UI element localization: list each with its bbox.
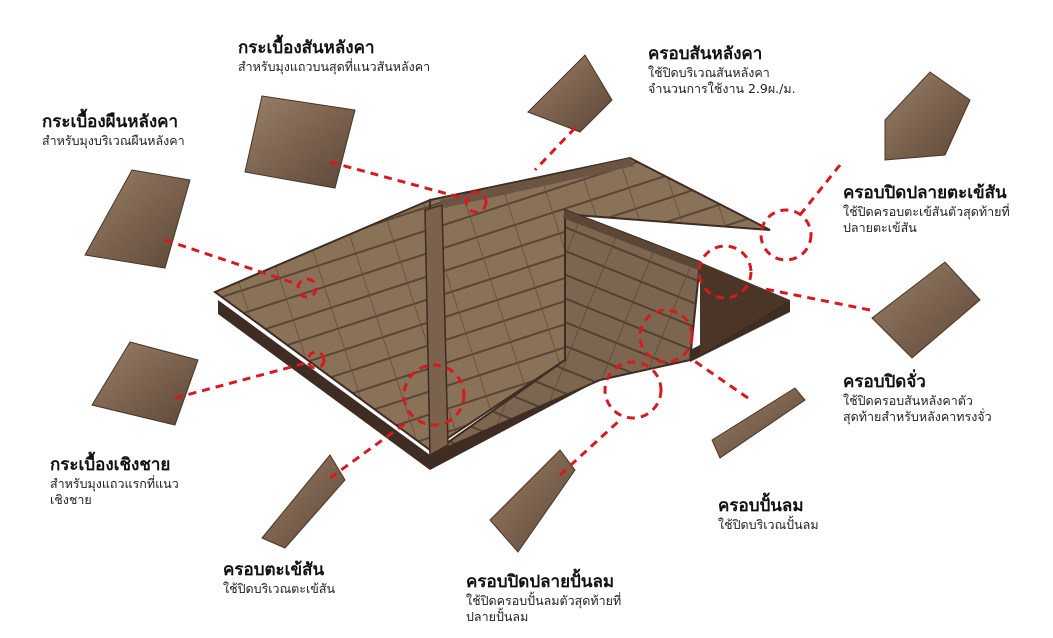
roof-fascia-right xyxy=(690,300,790,362)
label-hip-cover-desc: ใช้ปิดบริเวณตะเข้สัน xyxy=(223,581,335,597)
eave-tile-piece xyxy=(91,341,199,426)
hip-ridge xyxy=(424,204,449,457)
label-gable-end-cover-title: ครอบปิดจั่ว xyxy=(843,372,926,392)
label-hip-end-cover-title: ครอบปิดปลายตะเข้สัน xyxy=(843,183,1007,203)
callout-circle-roof-tile xyxy=(296,277,318,299)
barge-cover-piece xyxy=(711,387,806,459)
label-barge-cover: ครอบปั้นลม ใช้ปิดบริเวณปั้นลม xyxy=(718,496,819,533)
callout-line-gable-end-cover xyxy=(759,286,871,312)
label-barge-cover-title: ครอบปั้นลม xyxy=(718,496,804,516)
label-hip-cover: ครอบตะเข้สัน ใช้ปิดบริเวณตะเข้สัน xyxy=(223,560,335,597)
label-ridge-cover-title: ครอบสันหลังคา xyxy=(648,44,763,64)
callout-circle-gable-end-cover xyxy=(697,244,753,300)
hip-cover-piece xyxy=(261,454,346,549)
label-ridge-tile: กระเบื้องสันหลังคา สำหรับมุงแถวบนสุดที่แ… xyxy=(238,38,430,75)
label-hip-end-cover: ครอบปิดปลายตะเข้สัน ใช้ปิดครอบตะเข้สันตั… xyxy=(843,183,1010,236)
ridge-tile-piece xyxy=(244,95,356,189)
label-ridge-tile-title: กระเบื้องสันหลังคา xyxy=(238,38,375,58)
main-ridge xyxy=(440,158,634,208)
front-ridge xyxy=(563,210,700,270)
callout-line-ridge-tile xyxy=(329,160,471,202)
label-roof-tile-desc: สำหรับมุงบริเวณผืนหลังคา xyxy=(42,133,185,149)
callout-line-hip-cover xyxy=(329,418,411,480)
callout-circle-barge-end-cover xyxy=(603,360,663,420)
label-hip-end-cover-desc: ใช้ปิดครอบตะเข้สันตัวสุดท้ายที่ ปลายตะเข… xyxy=(843,204,1010,235)
label-ridge-cover-desc: ใช้ปิดบริเวณสันหลังคา จำนวนการใช้งาน 2.9… xyxy=(648,65,796,96)
label-ridge-tile-desc: สำหรับมุงแถวบนสุดที่แนวสันหลังคา xyxy=(238,59,431,75)
barge-end-cover-piece xyxy=(489,449,576,553)
label-hip-cover-title: ครอบตะเข้สัน xyxy=(223,560,325,580)
callout-line-ridge-cover xyxy=(533,126,577,172)
roof-fascia xyxy=(218,300,596,470)
label-eave-tile: กระเบื้องเชิงชาย สำหรับมุงแถวแรกที่แนว เ… xyxy=(50,455,179,508)
callout-line-barge-cover xyxy=(689,356,749,400)
label-eave-tile-desc: สำหรับมุงแถวแรกที่แนว เชิงชาย xyxy=(50,476,179,507)
label-eave-tile-title: กระเบื้องเชิงชาย xyxy=(50,455,171,475)
label-ridge-cover: ครอบสันหลังคา ใช้ปิดบริเวณสันหลังคา จำนว… xyxy=(648,44,796,97)
roof-tile-piece xyxy=(84,169,191,269)
hip-end-cover-piece xyxy=(884,71,971,161)
label-roof-tile: กระเบื้องผืนหลังคา สำหรับมุงบริเวณผืนหลั… xyxy=(42,112,185,149)
ridge-cover-piece xyxy=(527,54,613,133)
callout-circle-barge-cover xyxy=(638,308,694,364)
label-barge-cover-desc: ใช้ปิดบริเวณปั้นลม xyxy=(718,517,819,533)
label-barge-end-cover-title: ครอบปิดปลายปั้นลม xyxy=(466,572,615,592)
callout-circle-hip-cover xyxy=(402,363,466,427)
callout-circle-ridge-tile xyxy=(464,190,488,214)
callout-line-roof-tile xyxy=(164,238,301,287)
label-roof-tile-title: กระเบื้องผืนหลังคา xyxy=(42,112,179,132)
callouts xyxy=(164,126,871,480)
callout-line-eave-tile xyxy=(174,360,311,400)
roof xyxy=(212,156,790,470)
callout-circle-hip-end-cover xyxy=(759,208,813,262)
label-gable-end-cover-desc: ใช้ปิดครอบสันหลังคาตัว สุดท้ายสำหรับหลัง… xyxy=(843,393,992,424)
product-pieces xyxy=(84,54,981,553)
roof-gable xyxy=(700,262,790,355)
label-barge-end-cover-desc: ใช้ปิดครอบปั้นลมตัวสุดท้ายที่ ปลายปั้นลม xyxy=(466,593,622,624)
label-barge-end-cover: ครอบปิดปลายปั้นลม ใช้ปิดครอบปั้นลมตัวสุด… xyxy=(466,572,621,625)
label-gable-end-cover: ครอบปิดจั่ว ใช้ปิดครอบสันหลังคาตัว สุดท้… xyxy=(843,372,992,425)
callout-line-hip-end-cover xyxy=(798,164,842,216)
callout-circle-eave-tile xyxy=(306,350,326,370)
gable-end-cover-piece xyxy=(871,261,981,359)
